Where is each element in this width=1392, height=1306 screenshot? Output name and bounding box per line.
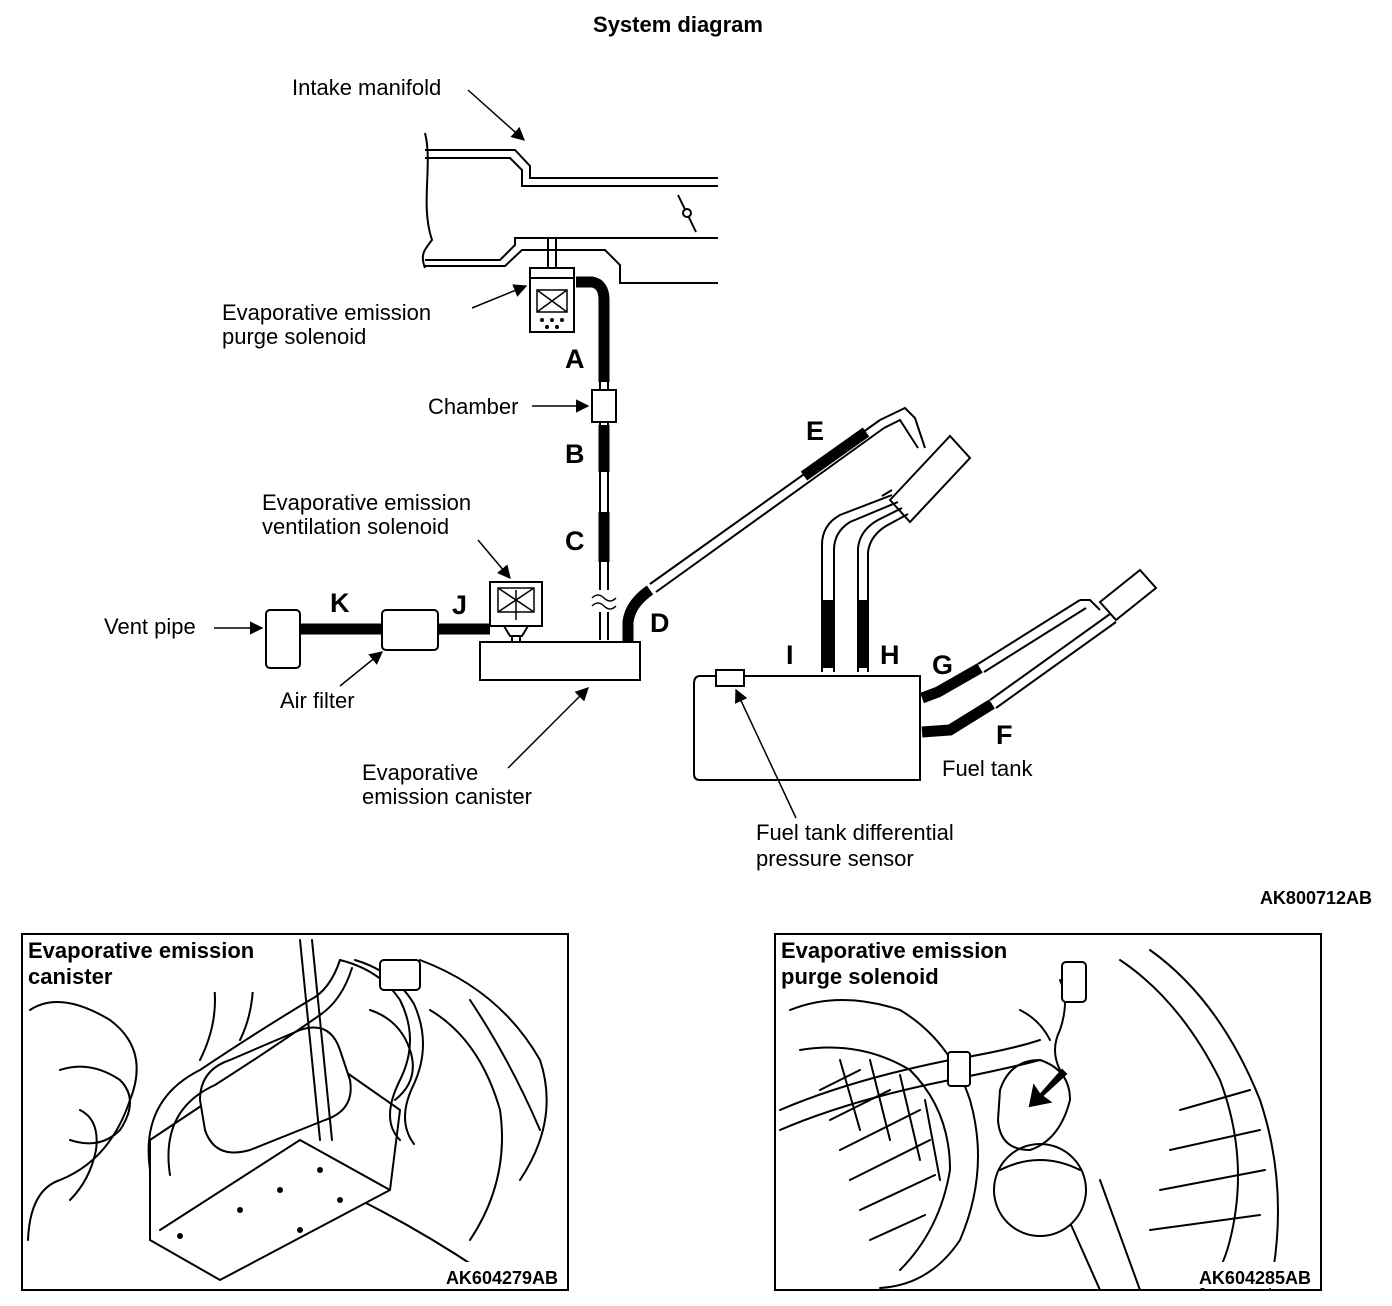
hose-letter-g: G <box>932 650 953 680</box>
vent-pipe-label: Vent pipe <box>104 614 196 639</box>
hose-letter-f: F <box>996 720 1013 750</box>
ventilation-solenoid <box>489 581 543 642</box>
purge-solenoid <box>529 238 575 333</box>
hose-letter-i: I <box>786 640 794 670</box>
canister-photo-title-2: canister <box>28 964 113 989</box>
diagram-title: System diagram <box>593 12 763 37</box>
ventilation-solenoid-label-1: Evaporative emission <box>262 490 471 515</box>
hose-letter-j: J <box>452 590 467 620</box>
pressure-sensor-label-1: Fuel tank differential <box>756 820 954 845</box>
ventilation-solenoid-label-2: ventilation solenoid <box>262 514 449 539</box>
pressure-sensor-label-2: pressure sensor <box>756 846 914 871</box>
canister-label-1: Evaporative <box>362 760 478 785</box>
purge-photo-title-2: purge solenoid <box>781 964 939 989</box>
hose-letter-k: K <box>330 588 350 618</box>
purge-solenoid-label-1: Evaporative emission <box>222 300 431 325</box>
filler-neck <box>888 434 972 524</box>
hose-letter-a: A <box>565 344 585 374</box>
hose-letter-c: C <box>565 526 585 556</box>
pressure-sensor <box>715 669 745 687</box>
hose-letter-b: B <box>565 439 585 469</box>
canister-label-2: emission canister <box>362 784 532 809</box>
air-filter-label: Air filter <box>280 688 355 713</box>
purge-solenoid-photo-panel: Evaporative emission purge solenoid AK60… <box>774 933 1322 1291</box>
hose-letter-h: H <box>880 640 900 670</box>
evaporative-canister <box>479 641 641 681</box>
vent-pipe <box>265 609 301 669</box>
chamber-label: Chamber <box>428 394 518 419</box>
canister-photo-title-1: Evaporative emission <box>28 938 254 963</box>
canister-photo-code: AK604279AB <box>446 1268 558 1288</box>
air-filter <box>381 609 439 651</box>
canister-photo-panel: Evaporative emission canister AK604279AB <box>21 933 569 1291</box>
purge-photo-code: AK604285AB <box>1199 1268 1311 1288</box>
hose-letter-e: E <box>806 416 824 446</box>
fuel-tank <box>693 675 921 781</box>
diagram-code: AK800712AB <box>1260 888 1372 908</box>
purge-line <box>576 276 617 640</box>
hose-letter-d: D <box>650 608 670 638</box>
intake-manifold <box>421 132 718 284</box>
purge-photo-title-1: Evaporative emission <box>781 938 1007 963</box>
intake-manifold-label: Intake manifold <box>292 75 441 100</box>
purge-solenoid-label-2: purge solenoid <box>222 324 366 349</box>
fuel-tank-label: Fuel tank <box>942 756 1033 781</box>
